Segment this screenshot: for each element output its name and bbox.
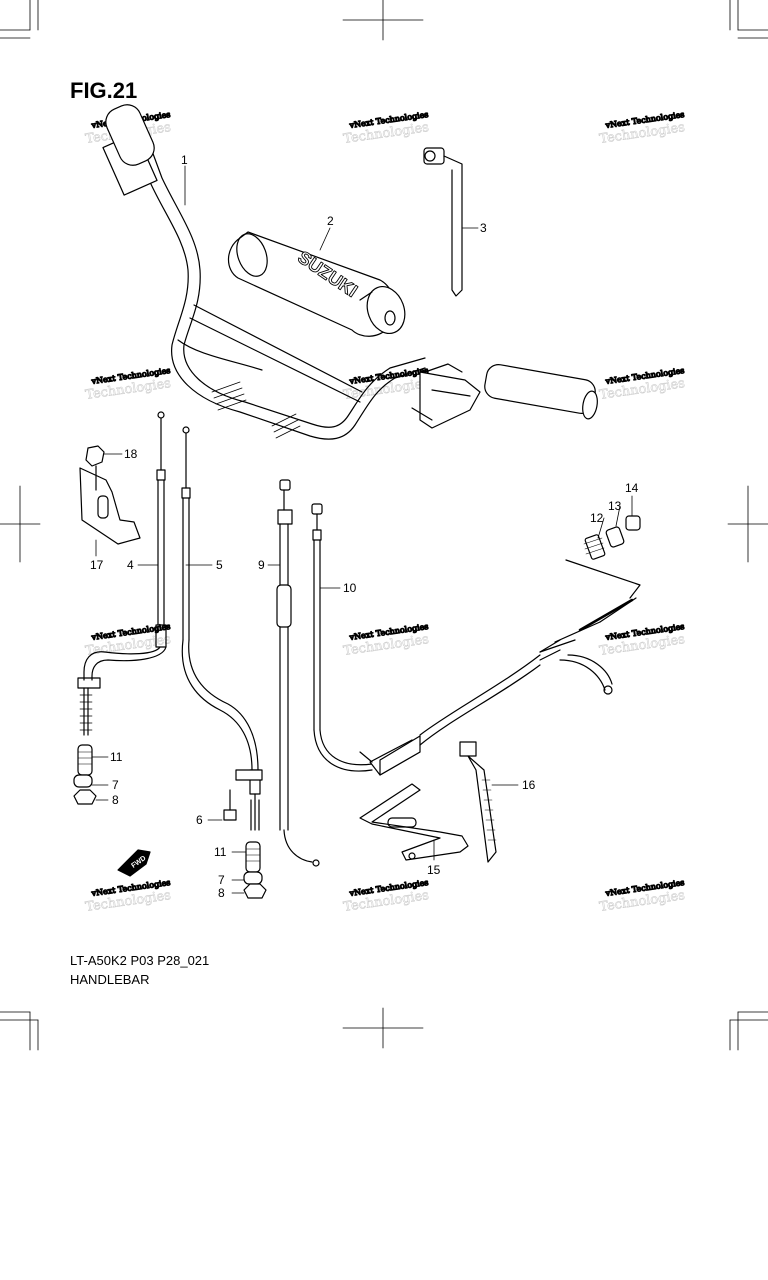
callout-4: 4 [127, 558, 134, 572]
section-name-caption: HANDLEBAR [70, 972, 150, 987]
callout-15: 15 [427, 863, 441, 877]
callout-11-left: 11 [110, 750, 123, 764]
callout-7-center: 7 [218, 873, 225, 887]
cable-10-part [311, 503, 373, 772]
callout-11-center: 11 [214, 845, 227, 859]
callout-13: 13 [608, 499, 622, 513]
cable-9-part [276, 479, 320, 867]
handlebar-part [102, 104, 598, 440]
bolt-18-part [85, 445, 105, 491]
callout-18: 18 [124, 447, 138, 461]
callout-10: 10 [343, 581, 357, 595]
callout-14: 14 [625, 481, 639, 495]
callout-5: 5 [216, 558, 223, 572]
figure-title: FIG.21 [70, 78, 138, 103]
bracket-17-part [79, 467, 141, 545]
callout-8-left: 8 [112, 793, 119, 807]
clamp-band-part [459, 741, 497, 863]
callout-7-left: 7 [112, 778, 119, 792]
grip-part: SUZUKI [227, 231, 406, 337]
crop-marks [0, 0, 768, 1051]
fwd-arrow-icon: FWD [117, 849, 151, 877]
cable-5-part [181, 426, 263, 831]
lower-fittings-center [243, 841, 267, 899]
bolt-6-part [223, 789, 237, 821]
callout-6: 6 [196, 813, 203, 827]
callout-16: 16 [522, 778, 536, 792]
throttle-lever-part [423, 147, 463, 297]
callout-12: 12 [590, 511, 604, 525]
junction-box-part [359, 597, 637, 776]
leader-lines [91, 165, 633, 894]
callout-2: 2 [327, 214, 334, 228]
bracket-15-part [359, 783, 469, 861]
callout-9: 9 [258, 558, 265, 572]
model-code-caption: LT-A50K2 P03 P28_021 [70, 953, 210, 968]
lower-fittings-left [73, 744, 97, 805]
adjuster-assembly-part [565, 515, 641, 599]
cable-4-part [77, 411, 167, 736]
callout-1: 1 [181, 153, 188, 167]
callout-17: 17 [90, 558, 104, 572]
callout-labels: 1 2 3 18 17 4 5 9 10 11 7 8 6 11 7 8 12 … [90, 153, 639, 900]
callout-3: 3 [480, 221, 487, 235]
callout-8-center: 8 [218, 886, 225, 900]
